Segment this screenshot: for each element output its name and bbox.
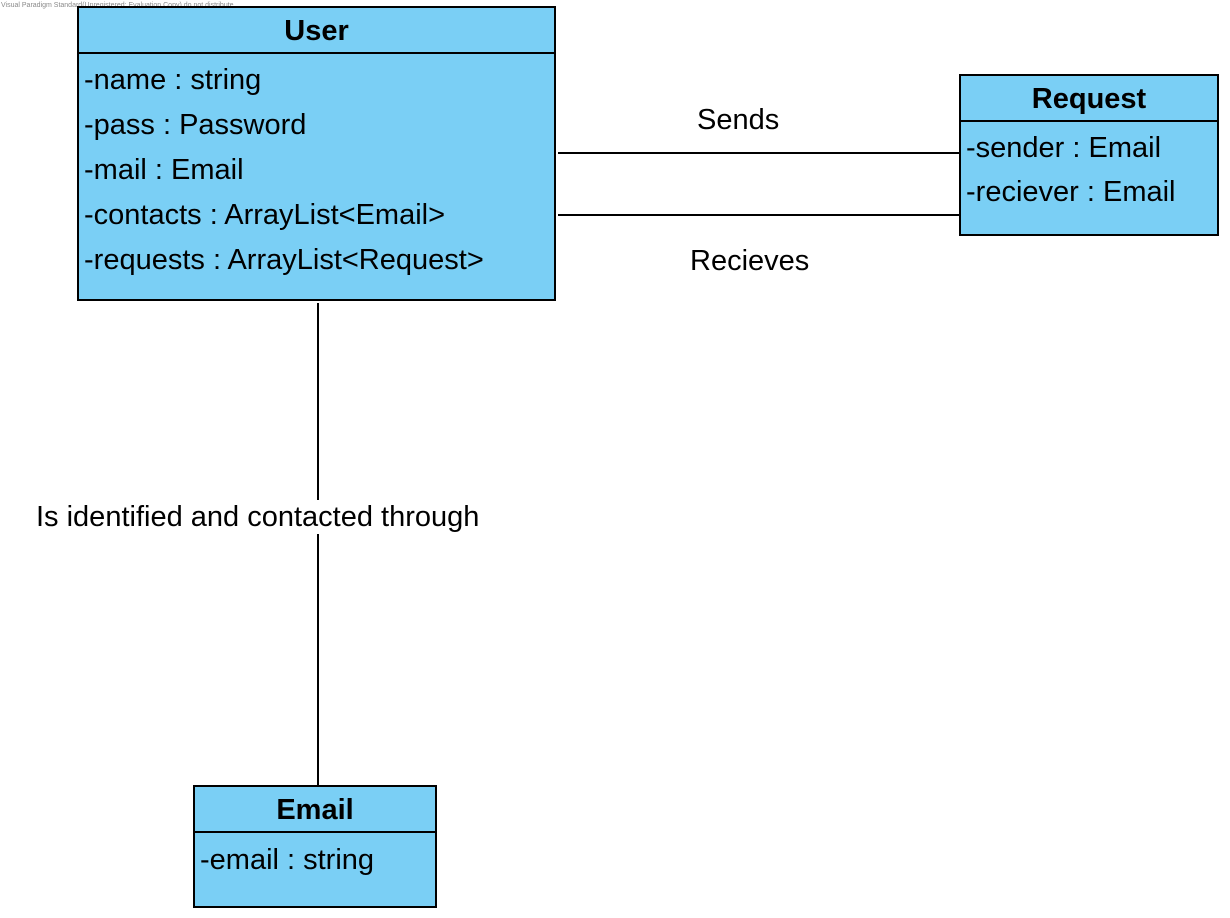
watermark-text: Visual Paradigm Standard(Unregistered: E… xyxy=(1,2,234,9)
class-email[interactable]: Email -email : string xyxy=(193,785,437,908)
association-label-receives: Recieves xyxy=(690,245,810,277)
association-label-identified: Is identified and contacted through xyxy=(34,500,482,534)
association-label-sends: Sends xyxy=(697,104,780,136)
request-attribute-sender: -sender : Email xyxy=(966,132,1162,164)
class-email-attributes: -email : string xyxy=(195,833,435,883)
user-attribute-contacts: -contacts : ArrayList<Email> xyxy=(84,199,446,231)
class-request[interactable]: Request -sender : Email -reciever : Emai… xyxy=(959,74,1219,236)
class-request-name: Request xyxy=(961,76,1217,122)
user-attribute-name: -name : string xyxy=(84,64,262,96)
email-attribute-email: -email : string xyxy=(200,844,375,876)
request-attribute-reciever: -reciever : Email xyxy=(966,176,1176,208)
class-user-attributes: -name : string -pass : Password -mail : … xyxy=(79,54,554,283)
user-attribute-mail: -mail : Email xyxy=(84,154,244,186)
class-request-attributes: -sender : Email -reciever : Email xyxy=(961,122,1217,214)
user-attribute-requests: -requests : ArrayList<Request> xyxy=(84,244,484,276)
class-user[interactable]: User -name : string -pass : Password -ma… xyxy=(77,6,556,301)
class-user-name: User xyxy=(79,8,554,54)
class-email-name: Email xyxy=(195,787,435,833)
user-attribute-pass: -pass : Password xyxy=(84,109,307,141)
